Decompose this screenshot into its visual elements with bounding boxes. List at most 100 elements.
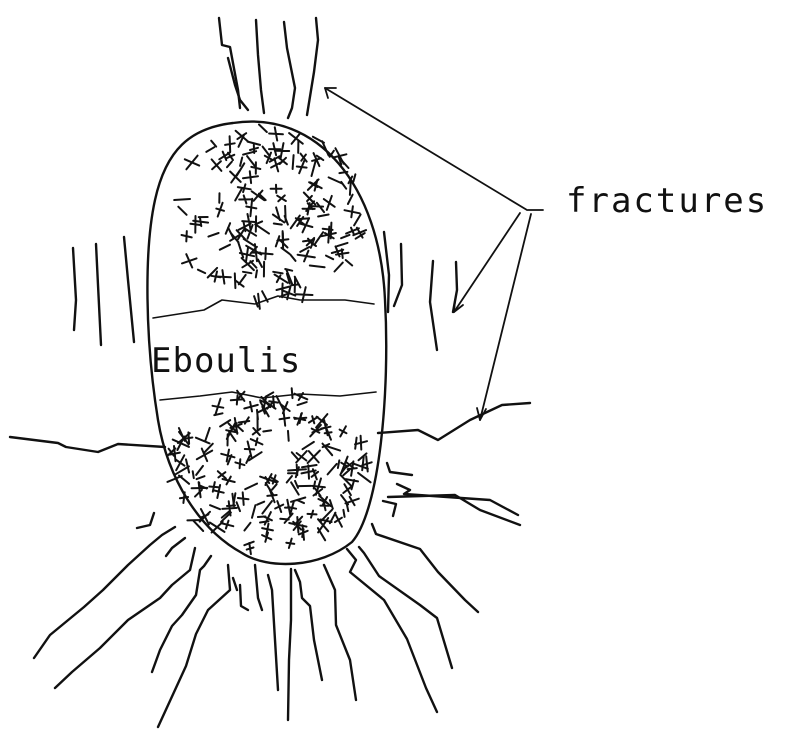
rubble-stroke xyxy=(197,476,205,479)
rubble-stroke xyxy=(243,272,251,273)
eboulis-label: Eboulis xyxy=(151,341,301,381)
rubble-stroke xyxy=(251,438,263,445)
fractures-label: fractures xyxy=(566,181,768,221)
rubble-stroke xyxy=(339,172,347,173)
rubble-stroke xyxy=(280,519,288,520)
rubble-stroke xyxy=(273,272,282,274)
rubble-stroke xyxy=(335,513,342,527)
rubble-stroke xyxy=(245,442,254,458)
rubble-stroke xyxy=(346,260,353,266)
rubble-stroke xyxy=(227,153,235,160)
rubble-stroke xyxy=(345,206,360,217)
rubble-stroke xyxy=(198,270,205,273)
rubble-stroke xyxy=(247,156,255,166)
rubble-stroke xyxy=(182,254,197,267)
rubble-stroke xyxy=(331,223,332,239)
rubble-stroke xyxy=(190,216,200,233)
rubble-stroke xyxy=(221,450,234,462)
rubble-stroke xyxy=(290,255,295,261)
rubble-stroke xyxy=(302,529,303,537)
rubble-stroke xyxy=(350,182,351,195)
rubble-stroke xyxy=(213,399,224,415)
rubble-stroke xyxy=(295,481,298,488)
rubble-stroke xyxy=(320,520,331,523)
rubble-stroke xyxy=(303,240,311,241)
rubble-stroke xyxy=(235,459,244,468)
rubble-stroke xyxy=(185,156,199,170)
rubble-stroke xyxy=(315,232,323,244)
rubble-stroke xyxy=(263,430,271,431)
rubble-stroke xyxy=(303,203,315,214)
rubble-stroke xyxy=(237,502,240,511)
rubble-stroke xyxy=(238,492,249,505)
rubble-stroke xyxy=(298,402,307,405)
right-side-fractures xyxy=(384,232,457,350)
rubble-stroke xyxy=(230,171,241,183)
rubble-stroke xyxy=(216,203,224,217)
rubble-stroke xyxy=(288,431,289,441)
rubble-stroke xyxy=(297,161,307,173)
rubble-stroke xyxy=(335,263,343,272)
rubble-stroke xyxy=(280,294,288,297)
rubble-stroke xyxy=(308,511,317,518)
rubble-stroke xyxy=(314,481,315,488)
rubble-stroke xyxy=(348,195,353,204)
rubble-stroke xyxy=(257,225,269,233)
rubble-stroke xyxy=(340,426,347,436)
rubble-stroke xyxy=(229,432,236,441)
band-top-edge xyxy=(153,296,374,318)
rubble-stroke xyxy=(220,245,230,250)
rubble-stroke xyxy=(208,233,218,237)
rubble-stroke xyxy=(262,533,271,542)
rubble-stroke xyxy=(244,523,250,531)
rubble-stroke xyxy=(292,388,293,398)
rubble-stroke xyxy=(235,273,236,288)
rubble-stroke xyxy=(206,147,214,152)
rubble-stroke xyxy=(328,464,337,475)
rubble-stroke xyxy=(275,501,283,512)
arrow-line-top xyxy=(325,88,527,210)
rubble-stroke xyxy=(310,266,325,268)
rubble-stroke xyxy=(252,505,255,518)
rubble-stroke xyxy=(274,224,282,225)
rubble-stroke xyxy=(258,260,262,268)
rubble-stroke xyxy=(228,228,233,239)
rubble-stroke xyxy=(338,460,339,468)
rubble-stroke xyxy=(286,539,294,548)
rubble-stroke xyxy=(330,500,333,509)
rubble-stroke xyxy=(324,196,335,210)
rubble-stroke xyxy=(196,438,210,444)
rubble-stroke xyxy=(264,512,272,525)
rubble-stroke xyxy=(272,484,277,489)
rubble-stroke xyxy=(218,471,226,478)
rubble-stroke xyxy=(298,500,305,503)
rubble-stroke xyxy=(178,207,186,215)
rubble-stroke xyxy=(227,506,235,507)
rubble-stroke xyxy=(257,410,258,420)
rubble-stroke xyxy=(269,127,283,140)
rubble-stroke xyxy=(303,442,314,449)
rubble-stroke xyxy=(343,510,344,517)
rubble-stroke xyxy=(353,174,355,181)
rubble-fill xyxy=(167,125,372,555)
rubble-stroke xyxy=(212,159,222,171)
rubble-stroke xyxy=(326,256,333,260)
rubble-stroke xyxy=(245,484,257,490)
rubble-stroke xyxy=(197,449,212,462)
rubble-stroke xyxy=(238,242,243,257)
rubble-stroke xyxy=(253,428,260,435)
rubble-stroke xyxy=(308,451,320,464)
rubble-stroke xyxy=(337,243,348,246)
rubble-stroke xyxy=(196,466,203,475)
rubble-stroke xyxy=(280,411,290,425)
rubble-stroke xyxy=(194,521,204,531)
top-fractures xyxy=(219,18,318,118)
rubble-stroke xyxy=(254,296,258,306)
rubble-stroke xyxy=(205,428,209,441)
rubble-stroke xyxy=(358,473,371,482)
lower-fractures xyxy=(10,403,530,727)
rubble-stroke xyxy=(259,248,273,259)
rubble-stroke xyxy=(240,158,242,166)
